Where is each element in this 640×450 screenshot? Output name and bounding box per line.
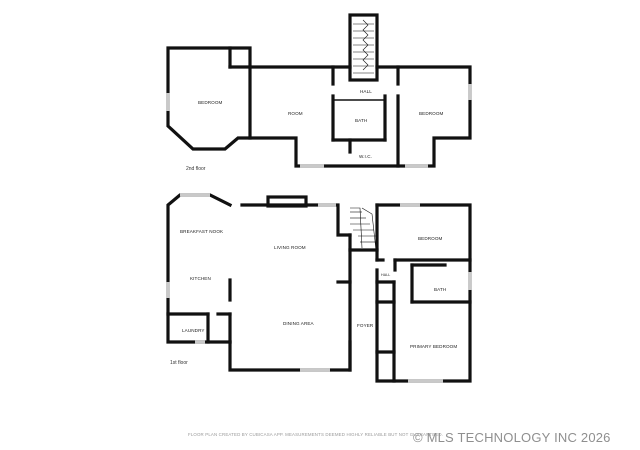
room-label-bath: BATH	[355, 118, 367, 123]
disclaimer-text: FLOOR PLAN CREATED BY CUBICASA APP. MEAS…	[188, 432, 444, 437]
first-floor-label: 1st floor	[170, 360, 188, 366]
second-floor-plan: BEDROOM ROOM HALL BATH BEDROOM W.I.C. 2n…	[166, 13, 472, 172]
room-label-bedroom-left: BEDROOM	[198, 100, 223, 105]
room-label-wic: W.I.C.	[359, 154, 372, 159]
room-label-bath: BATH	[434, 287, 446, 292]
first-floor-windows	[166, 193, 472, 383]
first-floor-walls	[166, 193, 472, 383]
watermark-text: © MLS TECHNOLOGY INC 2026	[413, 430, 611, 445]
room-label-foyer: FOYER	[357, 323, 374, 328]
room-label-laundry: LAUNDRY	[182, 328, 205, 333]
second-floor-label: 2nd floor	[186, 166, 206, 172]
room-label-hall: HALL	[381, 273, 390, 277]
room-label-hall: HALL	[360, 89, 372, 94]
second-floor-stairs	[348, 13, 379, 82]
room-label-bedroom-right: BEDROOM	[419, 111, 444, 116]
first-floor-plan: BREAKFAST NOOK LIVING ROOM BEDROOM HALL …	[166, 193, 472, 383]
room-label-primary-bedroom: PRIMARY BEDROOM	[410, 344, 457, 349]
second-floor-walls	[166, 46, 472, 168]
room-label-living-room: LIVING ROOM	[274, 245, 306, 250]
room-label-bedroom: BEDROOM	[418, 236, 443, 241]
room-label-breakfast-nook: BREAKFAST NOOK	[180, 229, 224, 234]
room-label-kitchen: KITCHEN	[190, 276, 211, 281]
second-floor-windows	[166, 84, 472, 168]
room-label-dining-area: DINING AREA	[283, 321, 315, 326]
first-floor-stairs	[350, 207, 377, 251]
room-label-room: ROOM	[288, 111, 303, 116]
